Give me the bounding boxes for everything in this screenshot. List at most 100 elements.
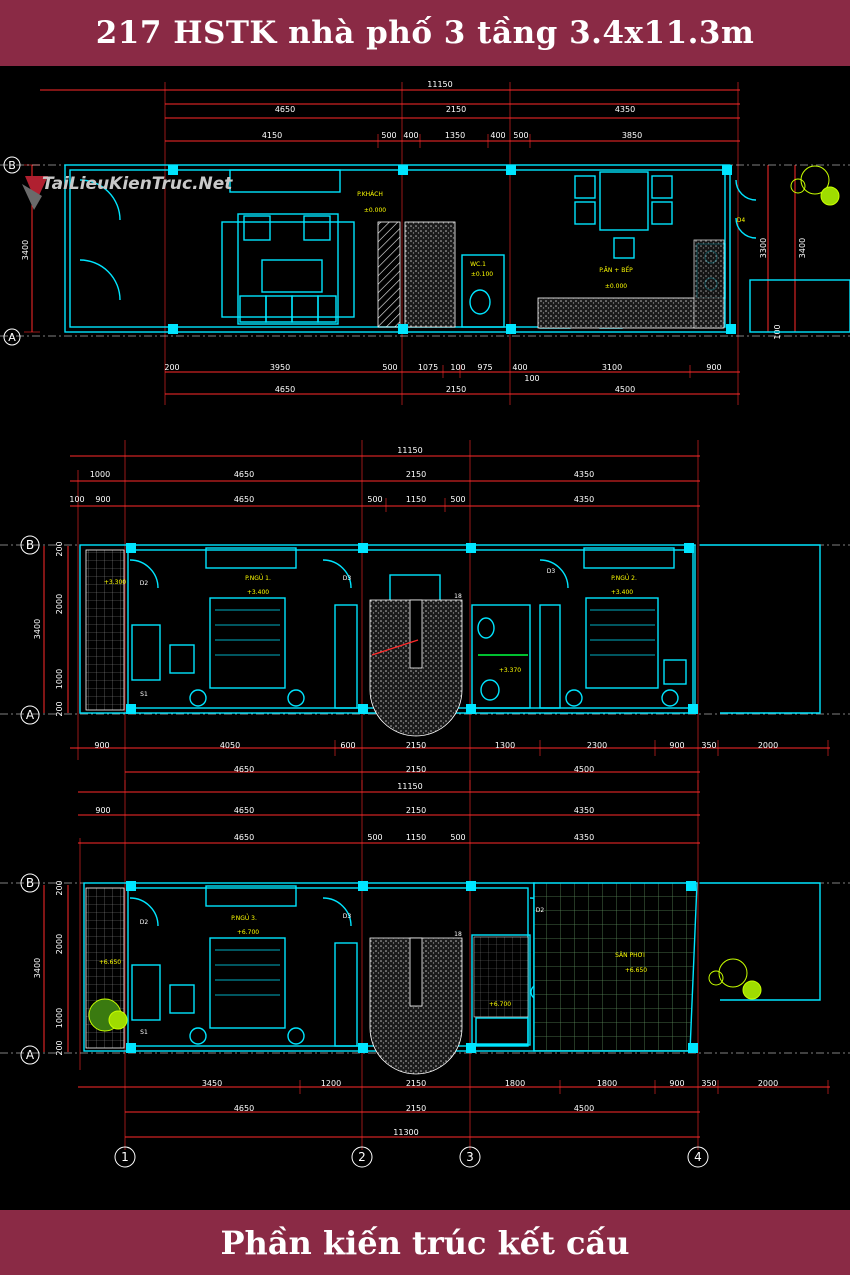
dim-text: 3100 xyxy=(602,363,622,372)
room-label: P.ĂN + BẾP xyxy=(599,266,633,274)
level-label: ±0.000 xyxy=(605,283,627,290)
grid-label-row: B xyxy=(26,538,34,552)
room-label: SÂN PHƠI xyxy=(615,952,645,959)
dim-text: 1350 xyxy=(445,131,465,140)
plan-first-floor: 11150 1000 4650 2150 4350 100 900 4650 5… xyxy=(0,440,850,790)
dim-text: 4650 xyxy=(275,105,295,114)
dim-text: 4350 xyxy=(574,833,594,842)
grid-label-row: B xyxy=(26,876,34,890)
plan-second-floor: 11150 900 4650 2150 4350 4650 500 1150 5… xyxy=(0,780,850,1168)
dim-text: 3850 xyxy=(622,131,642,140)
dim-text: 3400 xyxy=(33,958,42,978)
dim-text: 4500 xyxy=(574,1104,594,1113)
dim-text: 2000 xyxy=(55,594,64,614)
dim-text: 11300 xyxy=(393,1128,418,1137)
level-label: +6.650 xyxy=(99,959,121,966)
dim-text: 2150 xyxy=(406,806,426,815)
dim-text: 2150 xyxy=(406,1079,426,1088)
dim-text: 4350 xyxy=(574,495,594,504)
dim-text: 500 xyxy=(513,131,528,140)
dim-text: 11150 xyxy=(397,446,422,455)
page-title: 217 HSTK nhà phố 3 tầng 3.4x11.3m xyxy=(95,15,755,51)
dim-text: 900 xyxy=(669,741,684,750)
dim-text: 4350 xyxy=(574,806,594,815)
room-label: P.NGỦ 1. xyxy=(245,574,271,582)
dim-text: 3950 xyxy=(270,363,290,372)
dim-text: 400 xyxy=(512,363,527,372)
floor-plan-drawing: 11150 4650 2150 4350 4150 500 400 1350 4… xyxy=(0,80,850,1168)
dim-text: 900 xyxy=(94,741,109,750)
dim-text: 400 xyxy=(403,131,418,140)
dim-text: 2150 xyxy=(406,1104,426,1113)
dim-text: 2150 xyxy=(446,105,466,114)
dim-text: 11150 xyxy=(397,782,422,791)
dim-text: 900 xyxy=(95,495,110,504)
grid-label-row: A xyxy=(8,331,16,344)
dim-text: 1150 xyxy=(406,495,426,504)
dim-text: 900 xyxy=(706,363,721,372)
dim-text: 4150 xyxy=(262,131,282,140)
dim-text: 100 xyxy=(524,374,539,383)
grid-label-col: 3 xyxy=(466,1150,474,1164)
dim-text: 4050 xyxy=(220,741,240,750)
door-tag: D3 xyxy=(343,913,352,920)
dim-text: 200 xyxy=(55,880,64,895)
level-label: +3.400 xyxy=(611,589,633,596)
door-tag: D2 xyxy=(536,907,545,914)
level-label: +3.300 xyxy=(104,579,126,586)
dim-text: 4650 xyxy=(234,1104,254,1113)
dim-text: 200 xyxy=(55,541,64,556)
dim-text: 4650 xyxy=(234,765,254,774)
grid-label-row: A xyxy=(26,1048,35,1062)
dim-text: 3300 xyxy=(759,238,768,258)
dim-text: 4350 xyxy=(615,105,635,114)
watermark-text: TaiLieuKienTruc.Net xyxy=(42,174,233,194)
door-tag: S1 xyxy=(140,691,148,698)
dim-text: 3450 xyxy=(202,1079,222,1088)
watermark-logo: TaiLieuKienTruc.Net xyxy=(20,174,270,224)
dim-text: 350 xyxy=(701,741,716,750)
dim-text: 4500 xyxy=(574,765,594,774)
dim-text: 4350 xyxy=(574,470,594,479)
dim-text: 500 xyxy=(367,495,382,504)
dim-text: 1000 xyxy=(90,470,110,479)
dim-text: 1150 xyxy=(406,833,426,842)
dim-text: 200 xyxy=(164,363,179,372)
door-tag: D3 xyxy=(343,575,352,582)
dim-text: 900 xyxy=(669,1079,684,1088)
grid-label-col: 2 xyxy=(358,1150,366,1164)
dim-text: 3400 xyxy=(798,238,807,258)
plant-icon xyxy=(88,165,840,1032)
dim-text: 1000 xyxy=(55,669,64,689)
door-tag: D2 xyxy=(140,580,149,587)
header-banner: 217 HSTK nhà phố 3 tầng 3.4x11.3m xyxy=(0,0,850,66)
level-label: +3.400 xyxy=(247,589,269,596)
room-label: P.NGỦ 3. xyxy=(231,914,257,922)
dim-text: 975 xyxy=(477,363,492,372)
door-tag: D4 xyxy=(737,217,746,224)
dim-text: 200 xyxy=(55,701,64,716)
plan-ground-floor: 11150 4650 2150 4350 4150 500 400 1350 4… xyxy=(0,80,850,405)
grid-label-row: A xyxy=(26,708,35,722)
level-label: +6.700 xyxy=(489,1001,511,1008)
dim-text: 4650 xyxy=(234,495,254,504)
door-tag: D2 xyxy=(140,919,149,926)
dim-text: 350 xyxy=(701,1079,716,1088)
dim-text: 500 xyxy=(450,833,465,842)
dim-text: 2150 xyxy=(406,470,426,479)
room-label: P.NGỦ 2. xyxy=(611,574,637,582)
drawing-canvas: 11150 4650 2150 4350 4150 500 400 1350 4… xyxy=(0,66,850,1210)
dim-text: 100 xyxy=(450,363,465,372)
dim-text: 500 xyxy=(381,131,396,140)
level-label: +3.370 xyxy=(499,667,521,674)
dim-text: 4650 xyxy=(234,806,254,815)
dim-text: 100 xyxy=(69,495,84,504)
dim-text: 500 xyxy=(367,833,382,842)
stair-step: 18 xyxy=(454,593,462,600)
dim-text: 11150 xyxy=(427,80,452,89)
dim-text: 2150 xyxy=(406,765,426,774)
dim-text: 2300 xyxy=(587,741,607,750)
level-label: +6.650 xyxy=(625,967,647,974)
dim-text: 500 xyxy=(382,363,397,372)
grid-label-row: B xyxy=(8,159,16,172)
